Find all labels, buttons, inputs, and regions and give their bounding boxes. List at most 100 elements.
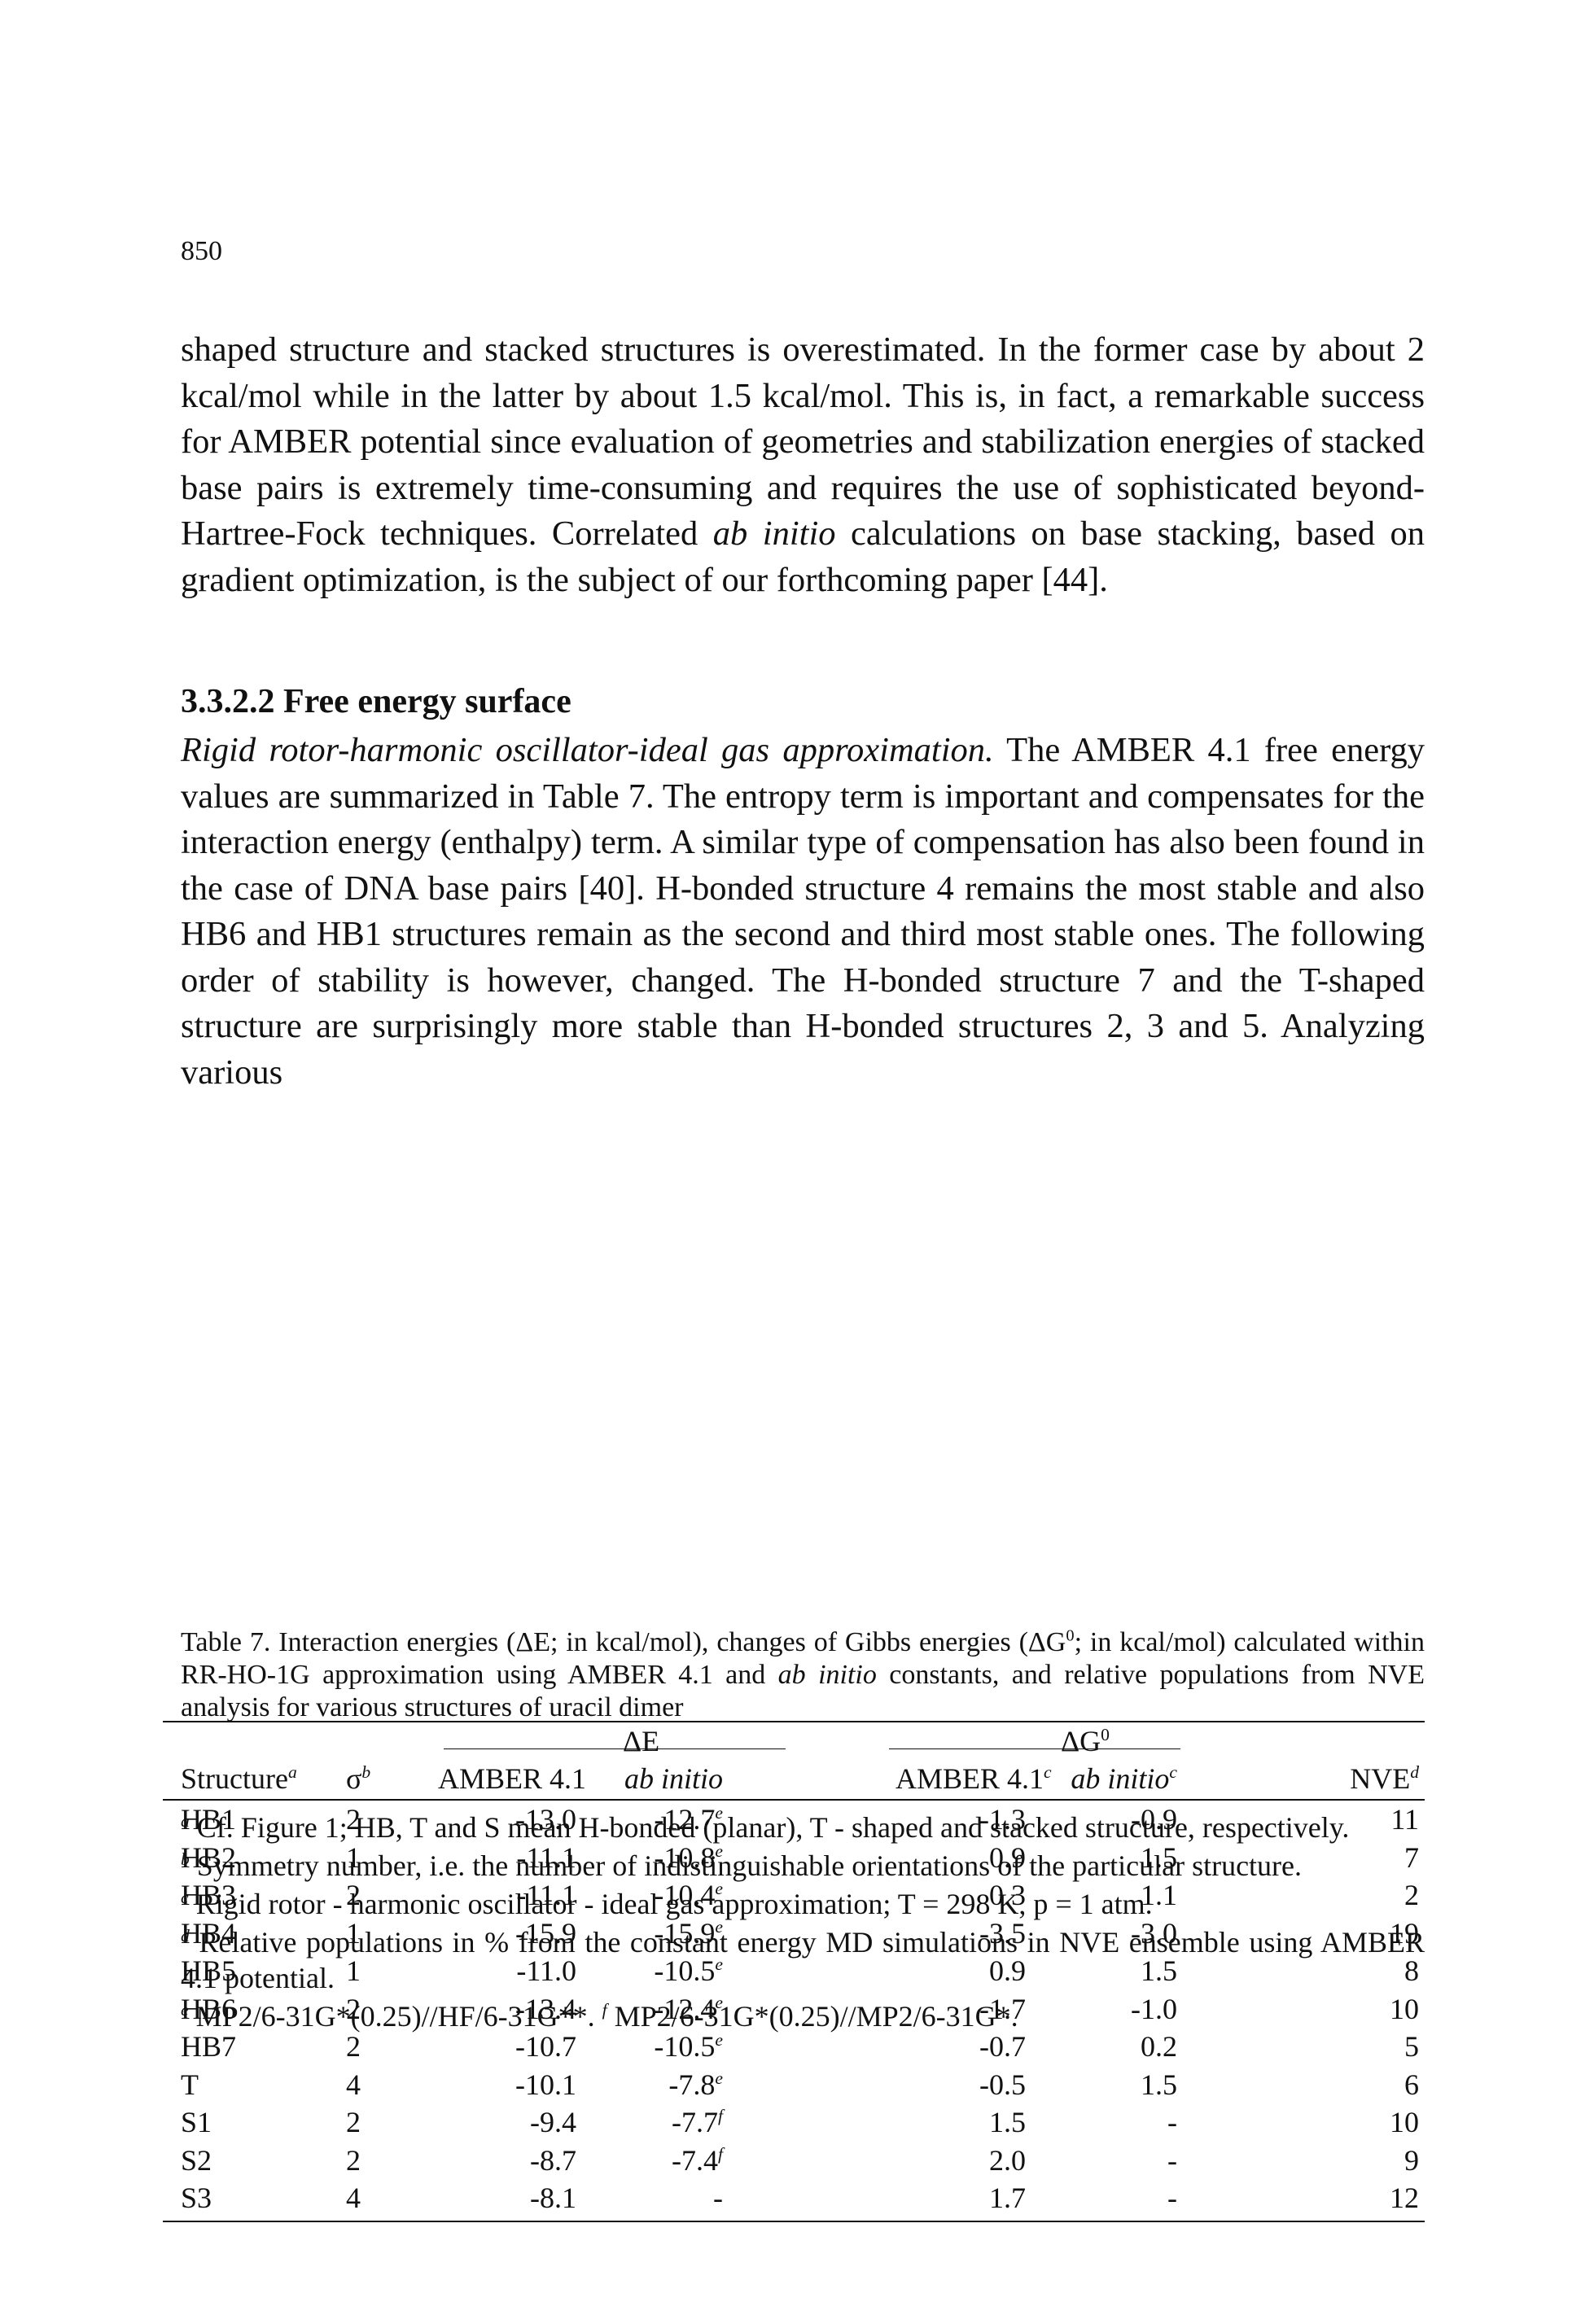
header-ae-abinitio: ab initio: [624, 1762, 723, 1795]
table-row: S3 4 -8.1 - 1.7 - 12: [163, 2181, 1425, 2218]
caption-italic: ab initio: [777, 1660, 877, 1690]
cell-structure: HB4: [181, 1916, 237, 1950]
cell-ae-amber: -11.0: [516, 1954, 576, 1987]
cell-dg-abinitio: -: [1167, 2106, 1177, 2138]
cell-dg-abinitio: 0.2: [1141, 2030, 1177, 2063]
cell-ae-amber: -13.0: [515, 1803, 576, 1836]
cell-nve: 12: [1390, 2182, 1419, 2214]
caption-sup: 0: [1066, 1626, 1075, 1645]
caption-part-a: Table 7. Interaction energies (ΔE; in kc…: [181, 1627, 1066, 1657]
cell-nve: 5: [1404, 2030, 1419, 2063]
paragraph-1-italic: ab initio: [712, 514, 836, 553]
cell-dg-amber: -0.7: [979, 2030, 1026, 2063]
cell-structure: HB1: [181, 1803, 237, 1836]
paragraph-1: shaped structure and stacked structures …: [181, 327, 1425, 603]
cell-sigma: 1: [346, 1954, 361, 1987]
table-footnotes: a Cf. Figure 1; HB, T and S mean H-bonde…: [181, 1810, 1425, 2037]
cell-structure: S2: [181, 2143, 212, 2177]
cell-ae-amber: -8.1: [530, 2182, 576, 2214]
cell-ae-abinitio: -12.7e: [654, 1803, 723, 1836]
header-ae-amber: AMBER 4.1: [438, 1762, 587, 1795]
header-dg-abinitio: ab initioc: [1071, 1762, 1177, 1795]
cell-ae-amber: -11.1: [516, 1879, 576, 1911]
header-structure: Structurea: [181, 1762, 297, 1795]
paragraph-2-body: The AMBER 4.1 free energy values are sum…: [181, 731, 1425, 1092]
cell-ae-abinitio: -7.4f: [672, 2143, 723, 2177]
cell-sigma: 2: [346, 2030, 361, 2063]
table-row: HB7 2 -10.7 -10.5e -0.7 0.2 5: [163, 2029, 1425, 2067]
cell-dg-amber: 0.3: [989, 1879, 1026, 1911]
cell-ae-amber: -11.1: [516, 1840, 576, 1874]
cell-structure: S1: [181, 2106, 212, 2138]
cell-ae-abinitio: -12.4e: [654, 1992, 723, 2025]
cell-sigma: 2: [346, 1803, 361, 1836]
cell-structure: HB3: [181, 1879, 237, 1911]
header-dg-amber: AMBER 4.1c: [896, 1762, 1052, 1795]
cell-ae-abinitio: -: [713, 2182, 723, 2214]
cell-ae-abinitio: -7.8e: [668, 2068, 723, 2101]
cell-structure: HB7: [181, 2030, 237, 2063]
cell-ae-amber: -15.9: [515, 1916, 576, 1950]
cell-sigma: 2: [346, 2106, 361, 2138]
page-number: 850: [181, 236, 222, 266]
cell-sigma: 2: [346, 1879, 361, 1911]
cell-dg-abinitio: -: [1167, 2143, 1177, 2177]
footnote-c: c Rigid rotor - harmonic oscillator - id…: [181, 1888, 1153, 1920]
cell-dg-amber: 2.0: [989, 2143, 1026, 2177]
cell-structure: S3: [181, 2182, 212, 2214]
cell-nve: 6: [1404, 2068, 1419, 2101]
cell-dg-abinitio: 1.5: [1141, 1840, 1177, 1874]
header-nve: NVEd: [1350, 1762, 1419, 1795]
cell-nve: 7: [1404, 1840, 1419, 1874]
cell-structure: HB2: [181, 1840, 237, 1874]
delta-g-header: ΔG0: [1061, 1725, 1110, 1757]
cell-dg-amber: 1.5: [989, 2106, 1026, 2138]
cell-dg-abinitio: -: [1167, 2182, 1177, 2214]
cell-ae-abinitio: -10.5e: [654, 1954, 723, 1987]
delta-e-header: ΔE: [623, 1725, 660, 1757]
cell-dg-abinitio: -1.0: [1131, 1992, 1177, 2025]
cell-ae-amber: -13.4: [515, 1992, 576, 2025]
cell-sigma: 4: [346, 2182, 361, 2214]
cell-structure: HB6: [181, 1992, 237, 2025]
cell-dg-abinitio: 1.5: [1141, 2068, 1177, 2101]
cell-nve: 2: [1404, 1879, 1419, 1911]
cell-dg-amber: 1.7: [989, 2182, 1026, 2214]
cell-sigma: 1: [346, 1916, 361, 1950]
cell-structure: T: [181, 2068, 199, 2101]
paragraph-1-tail: calculations on base stacking, based on …: [181, 514, 1425, 599]
table-top-rule: [163, 1721, 1425, 1722]
cell-dg-abinitio: -3.0: [1131, 1916, 1177, 1950]
cell-sigma: 2: [346, 2143, 361, 2177]
footnote-b: b Symmetry number, i.e. the number of in…: [181, 1849, 1303, 1882]
cell-ae-abinitio: -7.7f: [672, 2106, 723, 2138]
paragraph-2-lead: Rigid rotor-harmonic oscillator-ideal ga…: [181, 731, 994, 769]
section-heading: 3.3.2.2 Free energy surface: [181, 683, 571, 720]
cell-dg-abinitio: -0.9: [1131, 1803, 1177, 1836]
cell-ae-abinitio: -10.4e: [654, 1879, 723, 1911]
paragraph-2: Rigid rotor-harmonic oscillator-ideal ga…: [181, 728, 1425, 1096]
cell-ae-amber: -10.1: [515, 2068, 576, 2101]
cell-sigma: 2: [346, 1992, 361, 2025]
caption-part-b: ; in kcal/mol) calculated within RR-HO-1…: [181, 1627, 1425, 1690]
cell-ae-abinitio: -10.8e: [654, 1840, 723, 1874]
cell-sigma: 1: [346, 1840, 361, 1874]
cell-dg-amber: -1.7: [979, 1992, 1026, 2025]
cell-ae-abinitio: -10.5e: [654, 2030, 723, 2063]
cell-nve: 8: [1404, 1954, 1419, 1987]
cell-ae-amber: -10.7: [515, 2030, 576, 2063]
cell-ae-amber: -8.7: [530, 2143, 576, 2177]
footnote-ef: e MP2/6-31G*(0.25)//HF/6-31G**. f MP2/6-…: [181, 2000, 1018, 2033]
table-caption: Table 7. Interaction energies (ΔE; in kc…: [181, 1626, 1425, 1724]
cell-dg-amber: 0.9: [989, 1954, 1026, 1987]
cell-sigma: 4: [346, 2068, 361, 2101]
delta-g-underline: [889, 1748, 1180, 1749]
